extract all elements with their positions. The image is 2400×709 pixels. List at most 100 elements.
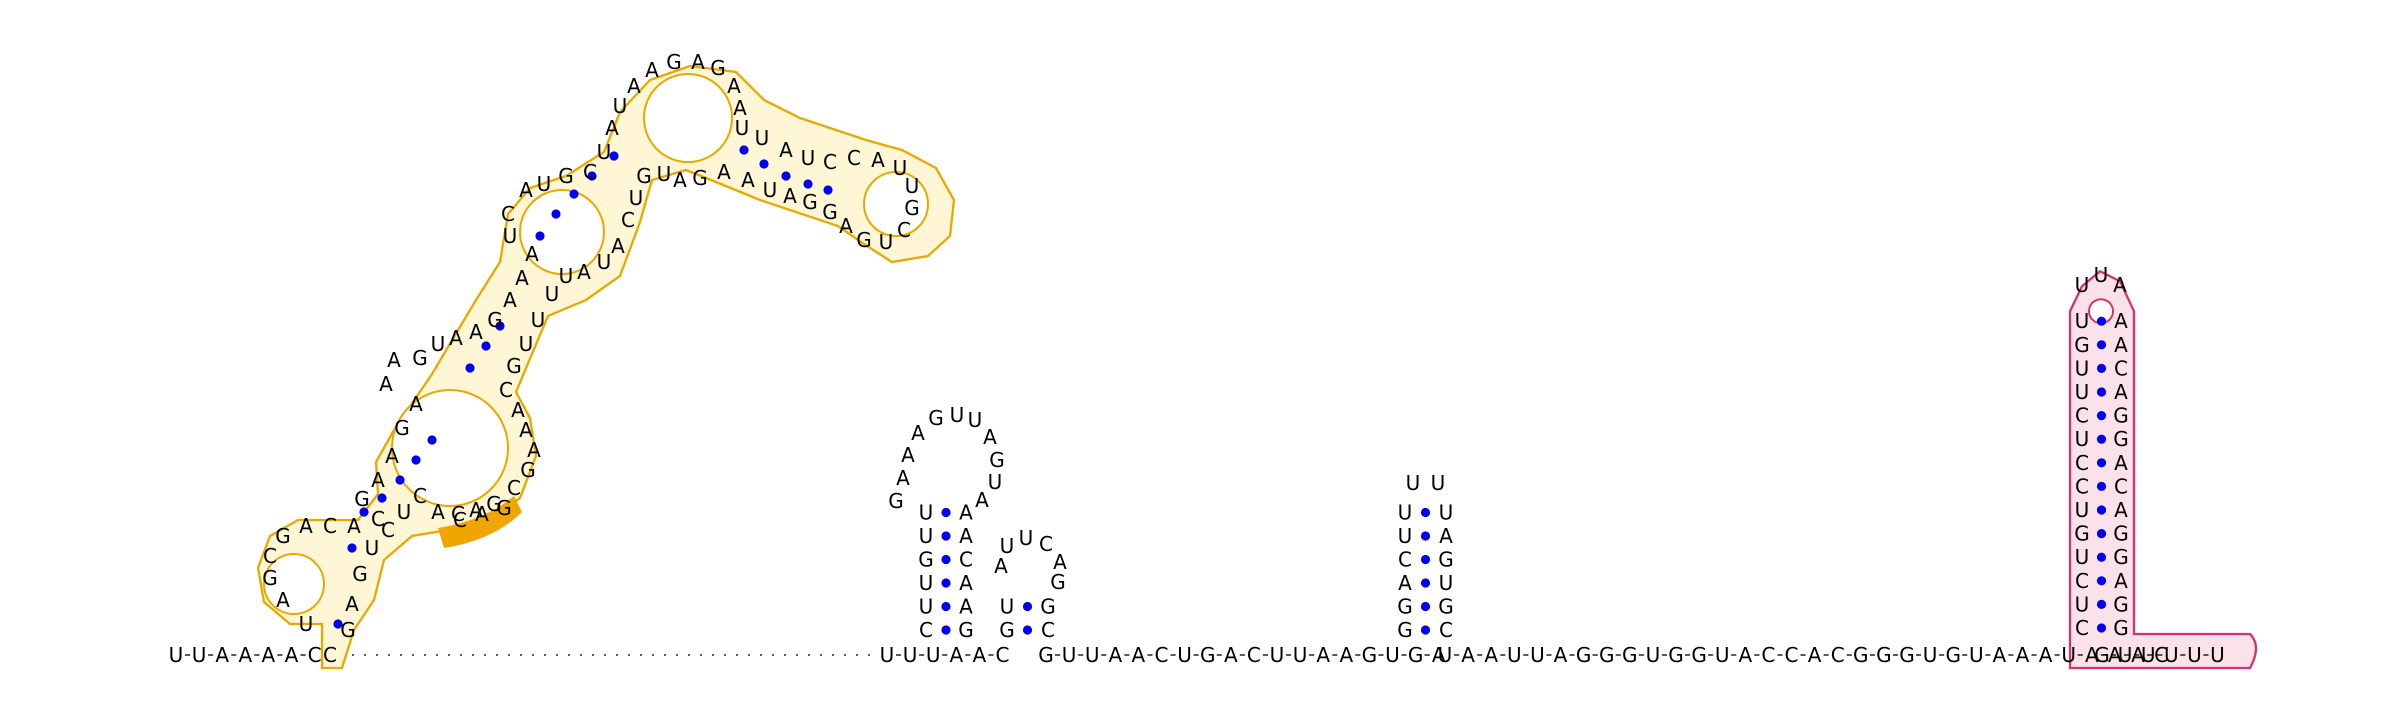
nucleotide: G: [2074, 522, 2090, 546]
nucleotide: C: [959, 548, 973, 572]
nucleotide: C: [2075, 451, 2089, 475]
nucleotide: U: [2075, 309, 2090, 333]
base-pair-dot: [2096, 481, 2107, 491]
nucleotide: A: [959, 524, 973, 548]
loop-nucleotide: A: [911, 421, 925, 445]
nucleotide: G: [558, 164, 574, 188]
nucleotide: A: [409, 392, 423, 416]
nucleotide: G: [354, 487, 370, 511]
orange-loop-hole: [863, 171, 929, 237]
loop-nucleotide: A: [896, 466, 910, 490]
nucleotide: A: [431, 500, 445, 524]
nucleotide: A: [503, 288, 517, 312]
orange-domain-outline: [256, 64, 956, 670]
nucleotide: U: [431, 332, 446, 356]
loop-nucleotide: A: [2113, 273, 2127, 297]
nucleotide: C: [413, 484, 427, 508]
nucleotide: G: [822, 200, 838, 224]
nucleotide: G: [1876, 643, 1892, 667]
loop-nucleotide: A: [975, 488, 989, 512]
base-pair-dot: [2096, 387, 2107, 397]
base-pair-dot: [587, 171, 597, 181]
nucleotide: A: [2114, 569, 2128, 593]
nucleotide: A: [611, 234, 625, 258]
nucleotide: G: [352, 562, 368, 586]
loop-nucleotide: G: [989, 448, 1005, 472]
nucleotide: C: [1247, 643, 1261, 667]
nucleotide: U: [545, 282, 560, 306]
nucleotide: A: [2114, 309, 2128, 333]
nucleotide: G: [918, 548, 934, 572]
base-pair-dot: [2096, 599, 2107, 610]
nucleotide: A: [519, 418, 533, 442]
base-pair-dot: [941, 531, 951, 541]
base-pair-dot: [941, 554, 951, 565]
nucleotide: U: [1270, 643, 1285, 667]
base-pair-dots: [333, 145, 2107, 635]
nucleotide: U: [629, 186, 644, 210]
loop-nucleotide: U: [968, 408, 983, 432]
nucleotide: U: [397, 500, 412, 524]
nucleotide: G: [1576, 643, 1592, 667]
nucleotide: U: [1923, 643, 1938, 667]
nucleotide: G: [2113, 427, 2129, 451]
base-pair-dot: [1420, 554, 1431, 565]
highlighted-nucleotide: A: [475, 502, 489, 526]
base-pair-dot: [2096, 623, 2107, 633]
nucleotide: A: [605, 116, 619, 140]
base-pair-dot: [1022, 601, 1033, 612]
base-pair-dot: [2096, 576, 2107, 586]
nucleotide: C: [897, 218, 911, 242]
nucleotide: U: [531, 308, 546, 332]
nucleotide: G: [275, 524, 291, 548]
base-pair-dot: [551, 209, 561, 219]
nucleotide: U: [2061, 643, 2076, 667]
nucleotide: U: [1438, 643, 1453, 667]
nucleotide: A: [741, 168, 755, 192]
nucleotide: C: [451, 502, 465, 526]
nucleotide: U: [1530, 643, 1545, 667]
nucleotide: G: [1438, 595, 1454, 619]
base-pair-dot: [803, 179, 813, 189]
nucleotide: C: [919, 618, 933, 642]
base-pair-dot: [941, 578, 951, 588]
base-pair-dot: [2096, 434, 2107, 444]
nucleotide: A: [2108, 643, 2122, 667]
nucleotide: U: [519, 332, 534, 356]
orange-loop-hole: [391, 389, 509, 507]
nucleotide: G: [1038, 643, 1054, 667]
nucleotide: U: [919, 595, 934, 619]
nucleotide: A: [527, 438, 541, 462]
nucleotide: G: [1668, 643, 1684, 667]
nucleotide: G: [394, 416, 410, 440]
nucleotide: C: [1041, 618, 1055, 642]
nucleotide: U: [2075, 545, 2090, 569]
nucleotide: U: [613, 94, 628, 118]
nucleotide: U: [2187, 643, 2202, 667]
nucleotide: G: [1408, 643, 1424, 667]
nucleotide: U: [905, 174, 920, 198]
nucleotide: A: [1738, 643, 1752, 667]
loop-nucleotide: A: [901, 443, 915, 467]
nucleotide: U: [2075, 356, 2090, 380]
nucleotide: G: [1438, 548, 1454, 572]
loop-nucleotide: U: [1406, 471, 1421, 495]
nucleotide: C: [2114, 474, 2128, 498]
nucleotide: C: [371, 507, 385, 531]
nucleotide: C: [621, 208, 635, 232]
orange-loop-hole: [519, 189, 605, 275]
loop-nucleotide: A: [983, 425, 997, 449]
nucleotide: A: [2016, 643, 2030, 667]
loop-nucleotide: C: [1039, 532, 1053, 556]
nucleotide: A: [2114, 380, 2128, 404]
nucleotide: G: [2094, 643, 2110, 667]
nucleotide: A: [371, 468, 385, 492]
nucleotide: U: [903, 643, 918, 667]
nucleotide: U: [801, 146, 816, 170]
nucleotide: C: [2075, 569, 2089, 593]
nucleotide: A: [238, 643, 252, 667]
loop-nucleotide: G: [1050, 570, 1066, 594]
nucleotide: G: [1622, 643, 1638, 667]
base-pair-dot: [1420, 601, 1431, 612]
orange-loop-hole: [263, 553, 325, 615]
